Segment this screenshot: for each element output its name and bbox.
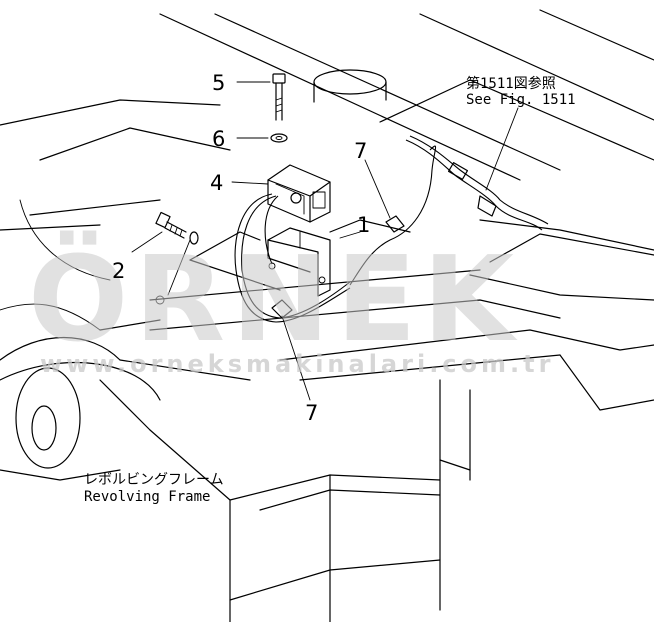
reference-note-en: See Fig. 1511 (466, 92, 576, 108)
frame-label-en: Revolving Frame (84, 489, 210, 505)
callout-2: 2 (112, 259, 125, 283)
callout-5: 5 (212, 71, 225, 95)
callout-7-top: 7 (354, 139, 367, 163)
part-1-bracket (267, 227, 331, 297)
watermark: ÖRNEK www.orneksmakinalari.com.tr (28, 230, 554, 378)
wire-harness (234, 135, 549, 323)
watermark-logo: ÖRNEK (28, 230, 520, 368)
part-4-unit-box (267, 164, 331, 223)
frame-structure (0, 9, 654, 622)
part-5-bolt (272, 73, 286, 121)
reference-note-jp: 第1511図参照 (466, 75, 556, 92)
frame-label-jp: レボルビングフレーム (84, 472, 224, 488)
leader-lines (131, 81, 519, 401)
frame-label: レボルビングフレーム Revolving Frame (84, 472, 224, 505)
reference-note: 第1511図参照 See Fig. 1511 (466, 75, 576, 108)
watermark-url: www.orneksmakinalari.com.tr (40, 350, 554, 378)
callout-7-bottom: 7 (305, 401, 318, 425)
part-2-bolt (155, 211, 199, 245)
callout-1: 1 (357, 213, 370, 237)
part-7-clamps (271, 215, 405, 319)
callout-6: 6 (212, 127, 225, 151)
part-6-washer (270, 133, 288, 143)
callouts: 5 6 4 7 1 2 7 (112, 71, 370, 425)
callout-4: 4 (210, 171, 223, 195)
